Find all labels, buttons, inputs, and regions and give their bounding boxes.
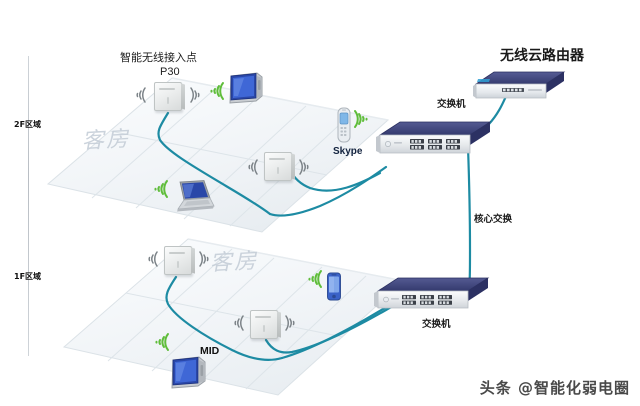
- wifi-waves-green-icon: [206, 80, 226, 102]
- tablet-device-2f[interactable]: [226, 72, 264, 111]
- ap-side-face: [191, 247, 195, 274]
- ap-side-face: [277, 311, 281, 338]
- laptop-device-2f[interactable]: [170, 180, 216, 221]
- mid-label: MID: [200, 345, 220, 357]
- wifi-waves-icon: [142, 248, 160, 270]
- ap-side-face: [181, 83, 185, 110]
- room-watermark-2f: 客房: [80, 126, 135, 155]
- router-title: 无线云路由器: [500, 48, 584, 64]
- wifi-waves-green-icon: [150, 330, 172, 354]
- core-switch-label: 核心交换: [474, 214, 513, 225]
- wifi-waves-icon: [130, 84, 148, 106]
- ap-label-line2: P30: [160, 66, 180, 78]
- wifi-waves-green-icon: [304, 268, 324, 290]
- wifi-waves-icon: [242, 156, 260, 178]
- wifi-waves-green-icon: [150, 178, 170, 200]
- wifi-waves-green-icon: [352, 108, 372, 130]
- access-point-2f-a[interactable]: [154, 82, 185, 111]
- ap-side-face: [291, 153, 295, 180]
- wifi-waves-icon: [188, 84, 206, 106]
- switch-lower[interactable]: [372, 276, 492, 322]
- access-point-2f-b[interactable]: [264, 152, 295, 181]
- ap-label-line1: 智能无线接入点: [120, 52, 197, 64]
- wifi-waves-icon: [197, 248, 215, 270]
- smartphone-device-1f[interactable]: [326, 272, 342, 307]
- wifi-waves-icon: [297, 156, 315, 178]
- access-point-1f-b[interactable]: [250, 310, 281, 339]
- switch-upper[interactable]: [374, 120, 494, 166]
- wifi-waves-icon: [228, 312, 246, 334]
- wifi-waves-icon: [283, 312, 301, 334]
- zone-label-1f: 1F区域: [14, 272, 42, 281]
- zone-axis: [28, 56, 29, 356]
- tablet-device-mid[interactable]: [168, 355, 208, 396]
- site-watermark: 头条 @智能化弱电圈: [479, 379, 630, 397]
- switch-lower-label: 交换机: [422, 319, 451, 330]
- zone-label-2f: 2F区域: [14, 120, 42, 129]
- switch-upper-label: 交换机: [437, 99, 466, 110]
- skype-label: Skype: [333, 146, 363, 157]
- cloud-router[interactable]: [472, 70, 568, 112]
- access-point-1f-a[interactable]: [164, 246, 195, 275]
- room-watermark-1f: 客房: [208, 248, 263, 277]
- skype-phone-device[interactable]: [336, 106, 353, 151]
